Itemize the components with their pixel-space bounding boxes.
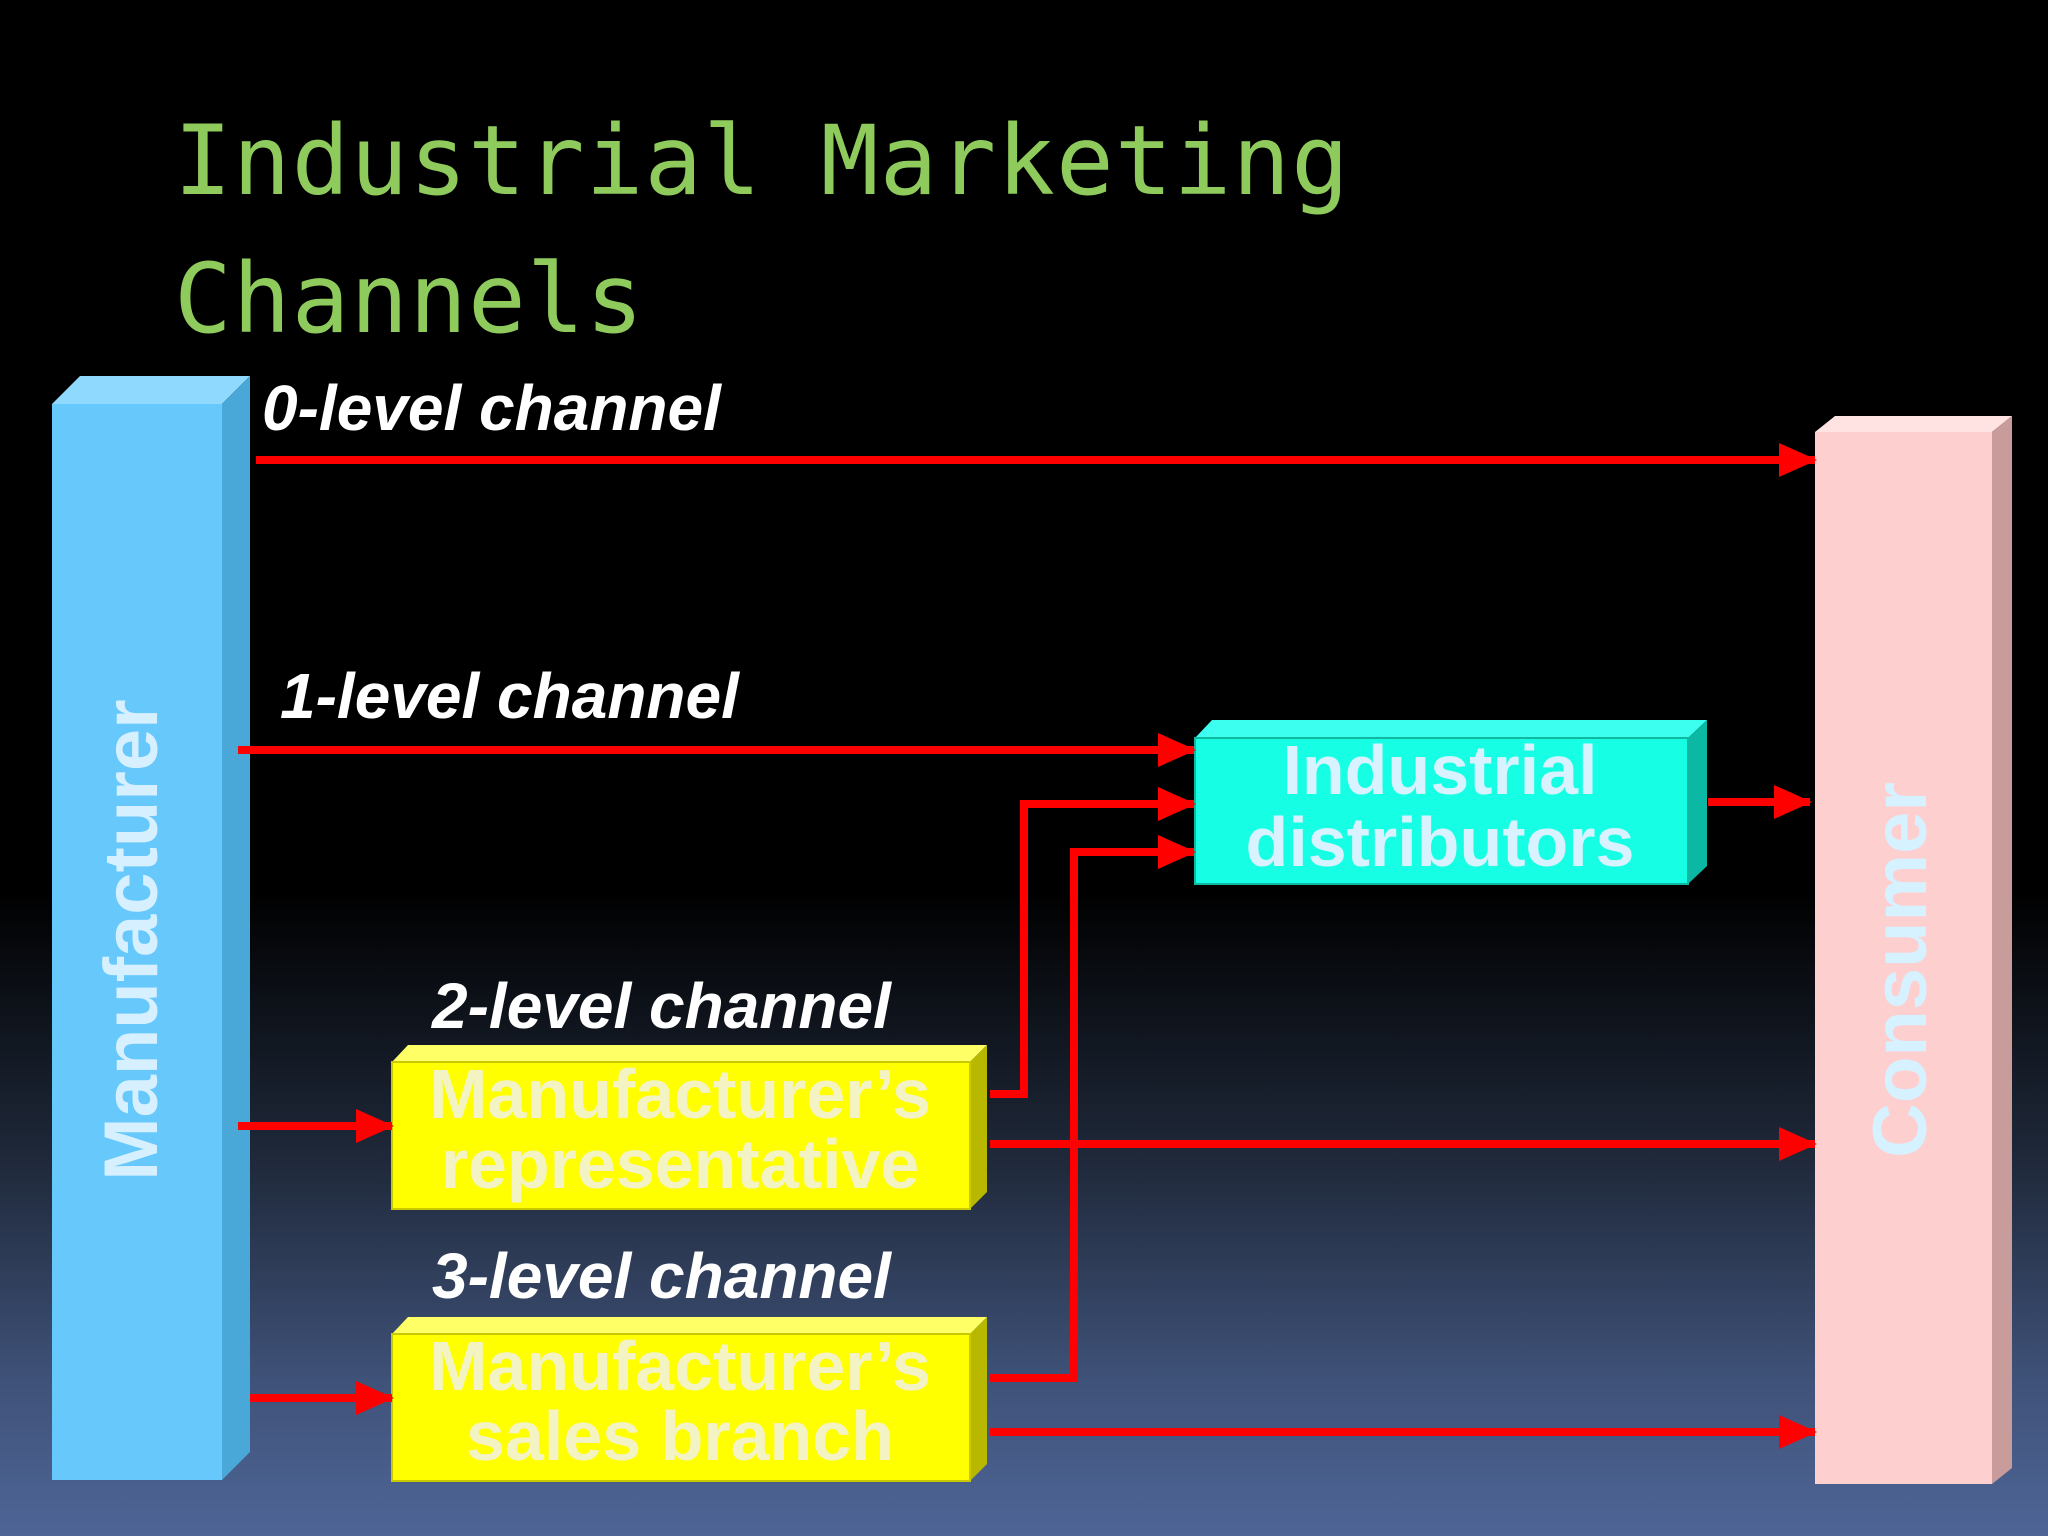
arrow-representative-distributors xyxy=(990,787,1196,1098)
channel-label-2: 2-level channel xyxy=(431,970,892,1042)
consumer-label: Consumer xyxy=(1858,782,1943,1158)
channel-label-1: 1-level channel xyxy=(280,660,740,732)
arrow-sales-branch-distributors xyxy=(990,835,1196,1382)
representative-label-1: Manufacturer’s xyxy=(429,1055,931,1133)
title-line-2: Channels xyxy=(174,243,645,355)
channel-label-0: 0-level channel xyxy=(262,372,722,444)
industrial-distributors-box: Industrial distributors xyxy=(1194,720,1707,885)
manufacturer-label: Manufacturer xyxy=(89,699,174,1180)
channel-label-3: 3-level channel xyxy=(432,1240,892,1312)
industrial-distributors-label-1: Industrial xyxy=(1282,731,1597,809)
manufacturers-sales-branch-box: Manufacturer’s sales branch xyxy=(391,1317,987,1482)
manufacturer-box: Manufacturer xyxy=(52,376,250,1480)
title-line-1: Industrial Marketing xyxy=(174,105,1350,217)
sales-branch-label-2: sales branch xyxy=(466,1397,894,1475)
consumer-box: Consumer xyxy=(1815,416,2012,1484)
sales-branch-label-1: Manufacturer’s xyxy=(429,1327,931,1405)
representative-label-2: representative xyxy=(441,1125,920,1203)
industrial-distributors-label-2: distributors xyxy=(1246,803,1635,881)
page-title: Industrial Marketing Channels xyxy=(174,92,1350,368)
manufacturers-representative-box: Manufacturer’s representative xyxy=(391,1045,987,1210)
